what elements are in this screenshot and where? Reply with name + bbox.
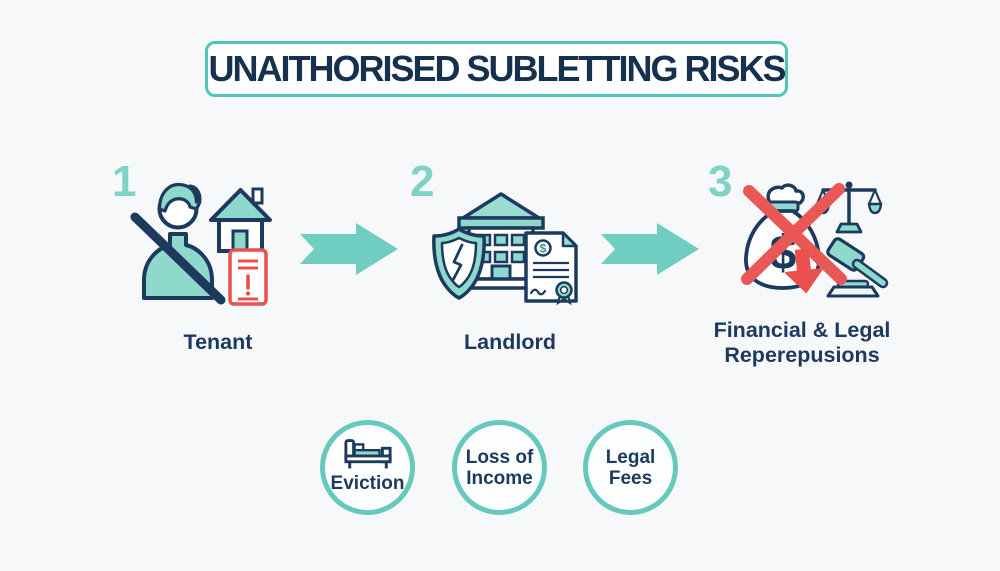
risk-badge-legal-fees: Legal Fees [583,420,678,515]
step-1-number: 1 [112,157,137,206]
step-3-number: 3 [708,157,733,206]
lease-certificate-icon: $ [524,231,578,306]
step-1-label: Tenant [183,330,253,354]
bed-icon [344,439,392,469]
step-2-number: 2 [410,157,435,206]
svg-text:$: $ [540,242,547,256]
no-subletting-person-icon [130,182,226,305]
arrow-right-icon [300,223,398,275]
red-cross-icon [741,183,847,285]
arrow-right-icon [601,223,699,275]
badge-label-eviction: Eviction [330,473,405,494]
risk-badge-eviction: Eviction [320,420,415,515]
step-2-label: Landlord [464,330,556,354]
loss-down-arrow-icon [785,248,823,293]
badge-label-loss-of-income: Loss of Income [465,446,534,489]
risk-badge-loss-of-income: Loss of Income [452,420,547,515]
title-box: UNAITHORISED SUBLETTING RISKS [205,41,788,97]
warning-notice-icon [228,248,268,306]
house-icon [209,187,272,253]
badge-label-legal-fees: Legal Fees [605,446,656,489]
gavel-icon [826,237,889,298]
broken-shield-icon [432,227,486,300]
step-3-label: Financial & Legal Reperepusions [713,318,891,367]
page-title: UNAITHORISED SUBLETTING RISKS [208,48,786,89]
